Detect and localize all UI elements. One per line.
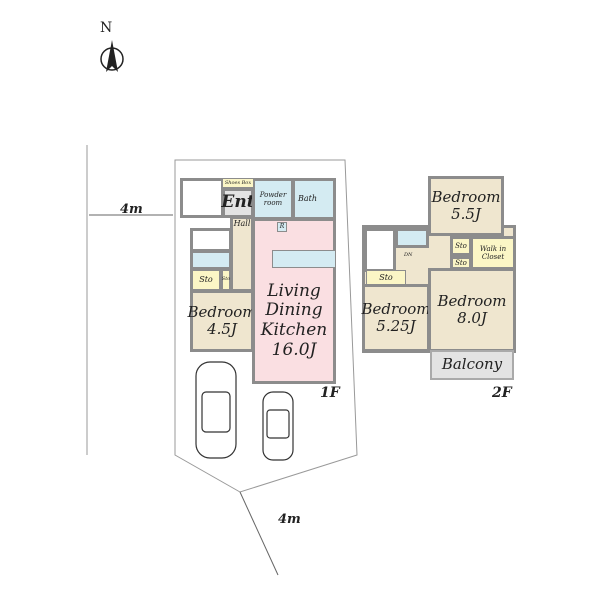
kitchen-counter xyxy=(272,250,336,268)
bedroom-8-0: Bedroom 8.0J xyxy=(428,268,516,352)
storage: Sto xyxy=(220,268,232,292)
room-name: Bedroom xyxy=(187,302,257,321)
room-name: Kitchen xyxy=(260,320,328,340)
refrigerator: R xyxy=(277,222,287,232)
powder-room: Powder room xyxy=(252,178,294,220)
road-width-left: 4m xyxy=(120,202,143,217)
balcony: Balcony xyxy=(430,350,514,380)
room-name: Living xyxy=(267,280,321,301)
staircase xyxy=(190,228,232,252)
bedroom-4-5: Bedroom 4.5J xyxy=(187,290,257,352)
storage: Sto xyxy=(450,236,472,256)
road-width-bottom: 4m xyxy=(278,512,301,527)
room-name: Bedroom xyxy=(431,187,501,206)
lot-boundary xyxy=(174,159,358,493)
room-size: 5.5J xyxy=(451,205,481,223)
floor-label: 2F xyxy=(492,385,512,401)
porch xyxy=(180,178,224,218)
walk-in-closet: Walk in Closet xyxy=(470,236,516,270)
room-size: 16.0J xyxy=(271,339,317,360)
compass-label: N xyxy=(100,20,113,36)
room-size: 5.25J xyxy=(376,317,416,335)
toilet xyxy=(395,228,429,248)
floor-label: 1F xyxy=(320,385,340,401)
down-label: DN xyxy=(404,252,413,258)
toilet xyxy=(190,250,232,270)
room-name: Bedroom xyxy=(361,299,431,318)
car-icons xyxy=(195,361,294,461)
shoes-box: Shoes Box xyxy=(222,178,254,188)
room-size: 4.5J xyxy=(207,320,237,338)
hall: Hall xyxy=(230,216,254,292)
living-dining-kitchen: Living Dining Kitchen 16.0J xyxy=(252,218,336,384)
room-name: Dining xyxy=(265,300,323,321)
bath: Bath xyxy=(292,178,336,220)
staircase xyxy=(364,228,396,272)
bedroom-5-25: Bedroom 5.25J xyxy=(362,284,430,352)
storage: Sto xyxy=(190,268,222,292)
bedroom-5-5: Bedroom 5.5J xyxy=(428,176,504,236)
dimension-line-bottom xyxy=(239,491,279,576)
compass-icon xyxy=(100,40,124,72)
entrance: Ent xyxy=(221,188,255,218)
room-size: 8.0J xyxy=(457,309,487,327)
room-name: Bedroom xyxy=(437,291,507,310)
